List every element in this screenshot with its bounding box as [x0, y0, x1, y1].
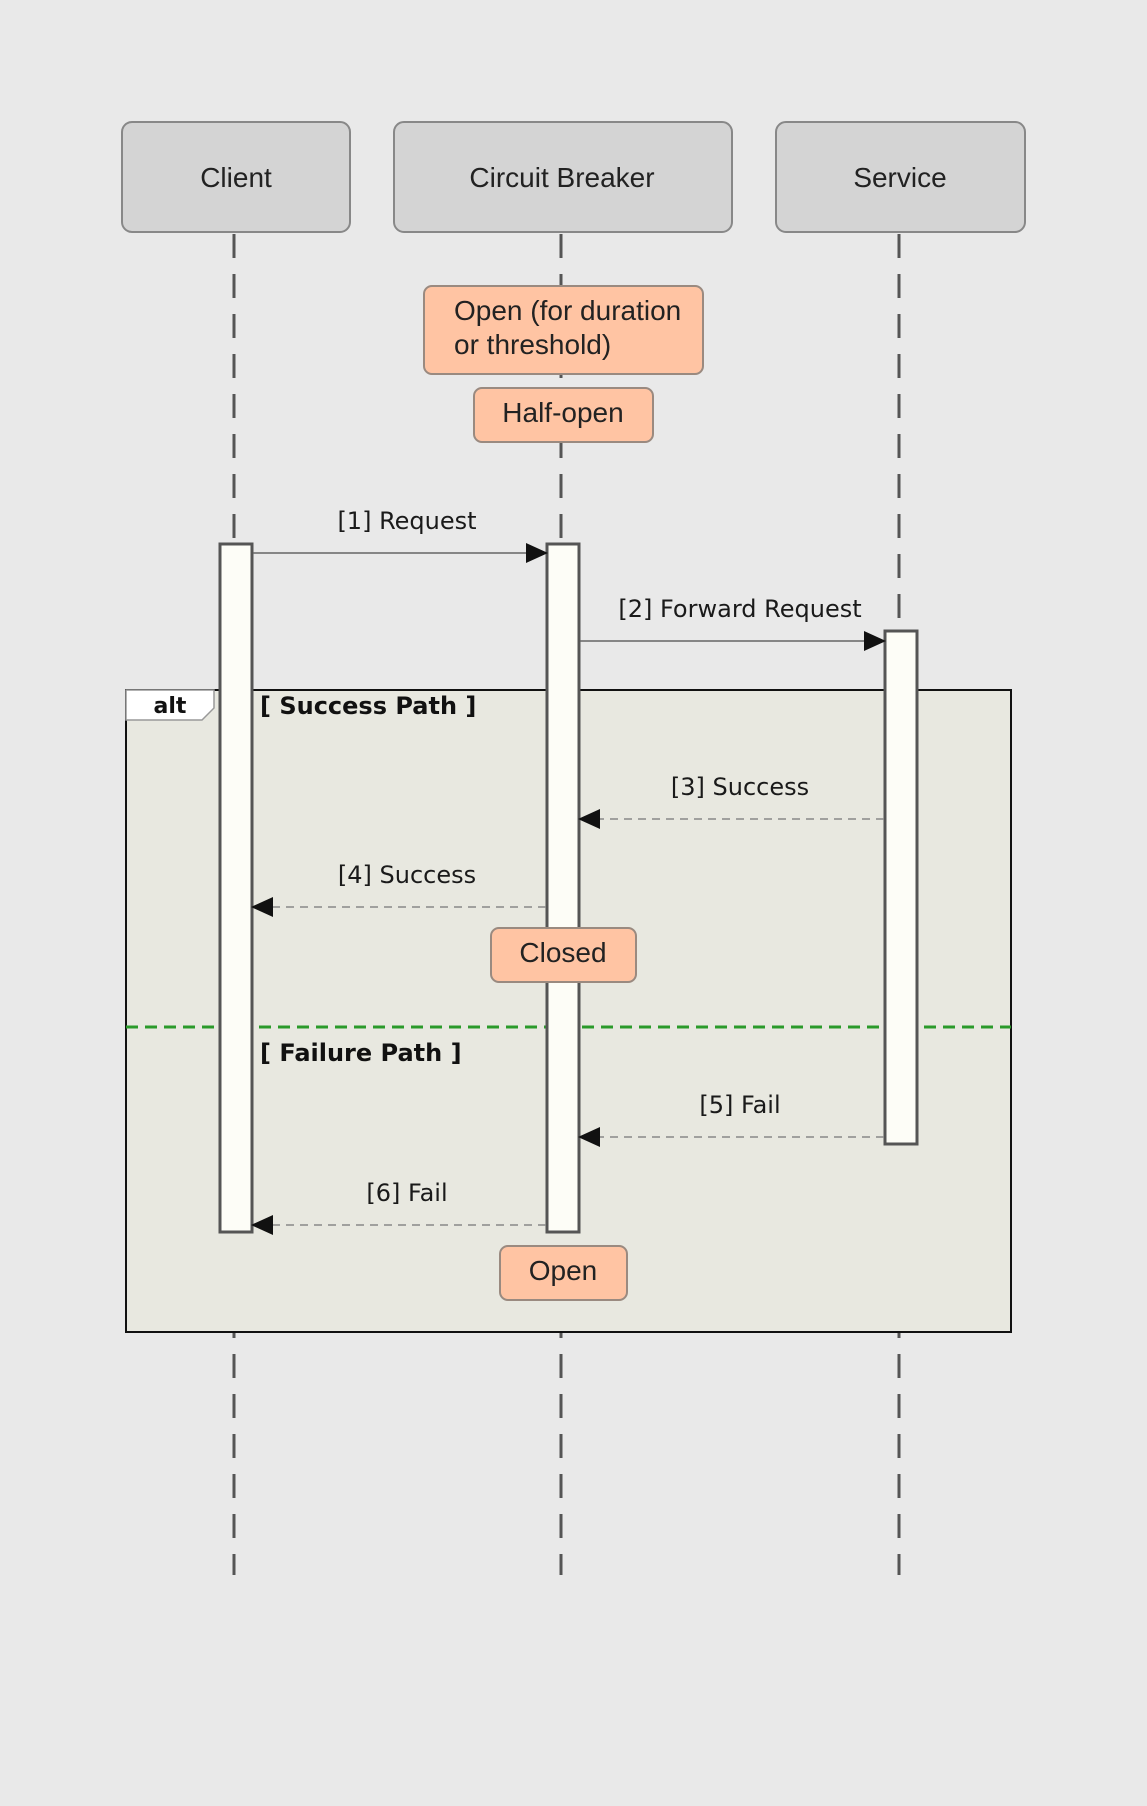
participant-client: Client	[121, 121, 351, 233]
participant-circuit-breaker: Circuit Breaker	[393, 121, 733, 233]
participant-client-label: Client	[200, 162, 272, 193]
participant-service-label: Service	[853, 162, 946, 193]
state-half-open: Half-open	[473, 387, 654, 443]
participant-breaker-label: Circuit Breaker	[469, 162, 654, 193]
state-open-final-label: Open	[529, 1255, 598, 1286]
message-2-forward-request: [2] Forward Request	[580, 595, 886, 651]
message-3-success: [3] Success	[578, 773, 884, 829]
alt-operator-tab	[125, 689, 215, 721]
guard-failure-path: [ Failure Path ]	[260, 1039, 462, 1067]
state-closed-label: Closed	[519, 937, 606, 968]
state-open-final: Open	[499, 1245, 628, 1301]
message-6-label: [6] Fail	[366, 1179, 447, 1207]
guard-success-path: [ Success Path ]	[260, 692, 476, 720]
message-5-fail: [5] Fail	[578, 1091, 884, 1147]
participant-service: Service	[775, 121, 1026, 233]
message-2-label: [2] Forward Request	[618, 595, 861, 623]
message-3-label: [3] Success	[671, 773, 809, 801]
message-1-label: [1] Request	[337, 507, 476, 535]
message-1-request: [1] Request	[253, 507, 548, 563]
alt-operator-label: alt	[154, 694, 187, 719]
service-activation	[883, 629, 919, 1146]
state-open-initial: Open (for duration or threshold)	[423, 285, 704, 375]
client-activation	[218, 542, 254, 1234]
message-4-success: [4] Success	[251, 861, 546, 917]
message-4-label: [4] Success	[338, 861, 476, 889]
state-open-initial-line1: Open (for duration	[454, 295, 681, 326]
message-6-fail: [6] Fail	[251, 1179, 546, 1235]
breaker-activation	[545, 542, 581, 1234]
state-open-initial-line2: or threshold)	[454, 329, 611, 360]
state-half-open-label: Half-open	[502, 397, 623, 428]
state-closed: Closed	[490, 927, 637, 983]
message-5-label: [5] Fail	[699, 1091, 780, 1119]
